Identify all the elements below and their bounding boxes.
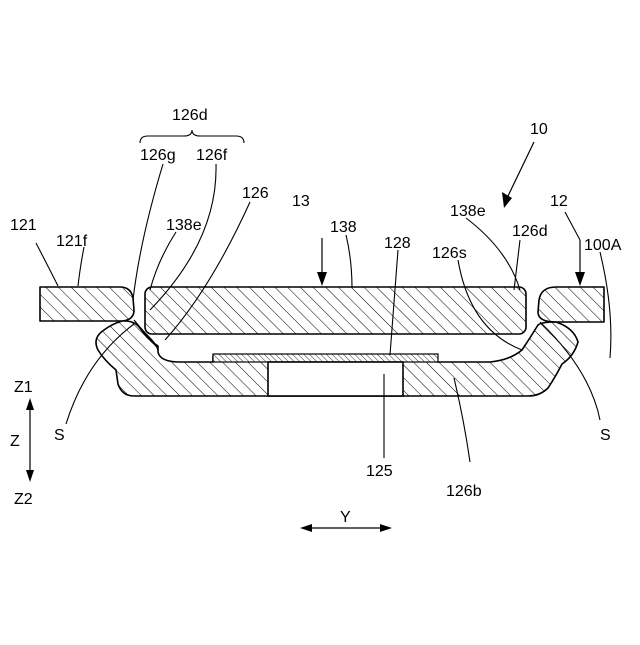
label-121: 121: [10, 217, 37, 234]
label-121f: 121f: [56, 233, 88, 250]
label-axis-y: Y: [340, 509, 351, 526]
opening-125: [268, 362, 403, 396]
y-axis-right-arrowhead: [380, 524, 392, 532]
leader-121: [36, 243, 58, 286]
label-126g: 126g: [140, 147, 176, 164]
label-126s: 126s: [432, 245, 467, 262]
z-axis-up-arrowhead: [26, 398, 34, 410]
leader-138: [346, 235, 352, 288]
arrow-13-head: [317, 272, 327, 286]
leader-126g: [133, 164, 163, 300]
label-138: 138: [330, 219, 357, 236]
z-axis-down-arrowhead: [26, 470, 34, 482]
label-S-left: S: [54, 427, 65, 444]
label-axis-z2: Z2: [14, 491, 33, 508]
chip-128: [213, 354, 438, 362]
plate-12-right: [538, 287, 604, 322]
plate-121-left: [40, 287, 134, 321]
leader-12: [565, 212, 580, 240]
arrow-10-shaft: [508, 142, 534, 196]
label-138e-left: 138e: [166, 217, 202, 234]
label-128: 128: [384, 235, 411, 252]
label-126d-top: 126d: [172, 107, 208, 124]
label-126f: 126f: [196, 147, 228, 164]
label-126b: 126b: [446, 483, 482, 500]
label-126: 126: [242, 185, 269, 202]
leader-121f: [78, 247, 84, 286]
arrow-10-head: [502, 192, 512, 208]
label-138e-right: 138e: [450, 203, 486, 220]
label-axis-z1: Z1: [14, 379, 33, 396]
label-10: 10: [530, 121, 548, 138]
label-axis-z: Z: [10, 433, 20, 450]
label-100A: 100A: [584, 237, 622, 254]
y-axis-left-arrowhead: [300, 524, 312, 532]
label-13: 13: [292, 193, 310, 210]
lid-138: [145, 287, 526, 334]
label-S-right: S: [600, 427, 611, 444]
leader-138e-left: [150, 232, 176, 290]
brace-126d: [140, 130, 244, 143]
label-125: 125: [366, 463, 393, 480]
label-12: 12: [550, 193, 568, 210]
label-126d-right: 126d: [512, 223, 548, 240]
arrow-12-head: [575, 272, 585, 286]
